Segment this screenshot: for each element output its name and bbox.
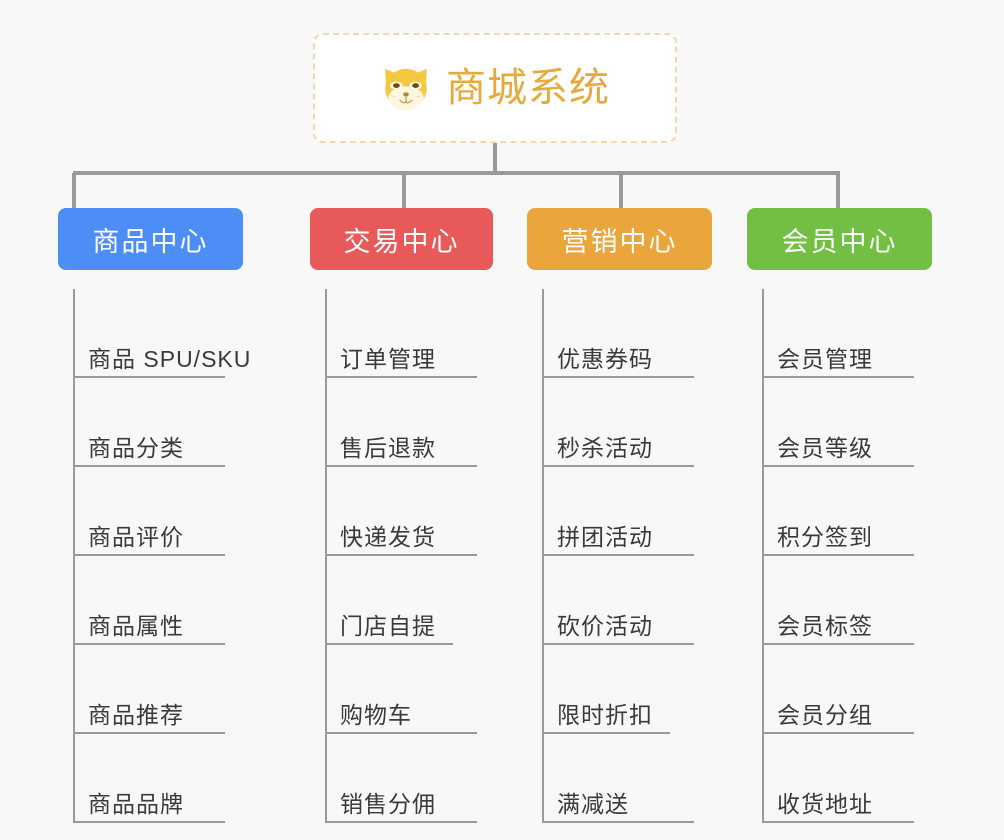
list-item[interactable]: 商品属性	[58, 556, 251, 645]
leaf-label: 满减送	[557, 790, 629, 817]
list-item[interactable]: 收货地址	[747, 734, 932, 823]
list-item[interactable]: 商品品牌	[58, 734, 251, 823]
category-title: 会员中心	[781, 226, 898, 257]
leaf-label: 商品 SPU/SKU	[88, 345, 252, 372]
category-header-marketing[interactable]: 营销中心	[527, 208, 712, 270]
leaf-label: 限时折扣	[557, 701, 653, 728]
list-item[interactable]: 销售分佣	[310, 734, 493, 823]
leaf-label: 商品分类	[88, 434, 184, 461]
list-item[interactable]: 购物车	[310, 645, 493, 734]
category-column-product: 商品中心 商品 SPU/SKU 商品分类 商品评价 商品属性 商品推荐 商品品牌	[58, 208, 251, 823]
list-item[interactable]: 会员分组	[747, 645, 932, 734]
leaf-label: 快递发货	[340, 523, 436, 550]
list-item[interactable]: 商品分类	[58, 378, 251, 467]
list-item[interactable]: 满减送	[527, 734, 712, 823]
category-column-member: 会员中心 会员管理 会员等级 积分签到 会员标签 会员分组 收货地址	[747, 208, 932, 823]
trunk-line	[542, 289, 544, 823]
leaf-label: 商品品牌	[88, 790, 184, 817]
leaf-label: 商品推荐	[88, 701, 184, 728]
category-header-product[interactable]: 商品中心	[58, 208, 243, 270]
leaf-list-product: 商品 SPU/SKU 商品分类 商品评价 商品属性 商品推荐 商品品牌	[58, 289, 251, 823]
leaf-label: 会员管理	[777, 345, 873, 372]
category-title: 营销中心	[561, 226, 678, 257]
list-item[interactable]: 会员管理	[747, 289, 932, 378]
list-item[interactable]: 砍价活动	[527, 556, 712, 645]
leaf-label: 积分签到	[777, 523, 873, 550]
leaf-label: 秒杀活动	[557, 434, 653, 461]
trunk-line	[325, 289, 327, 823]
list-item[interactable]: 商品 SPU/SKU	[58, 289, 251, 378]
leaf-label: 购物车	[340, 701, 412, 728]
list-item[interactable]: 拼团活动	[527, 467, 712, 556]
dog-face-icon	[385, 68, 427, 111]
leaf-label: 售后退款	[340, 434, 436, 461]
leaf-list-member: 会员管理 会员等级 积分签到 会员标签 会员分组 收货地址	[747, 289, 932, 823]
root-node[interactable]: 商城系统	[313, 33, 677, 143]
leaf-label: 会员标签	[777, 612, 873, 639]
category-title: 商品中心	[92, 226, 209, 257]
list-item[interactable]: 门店自提	[310, 556, 493, 645]
leaf-label: 优惠券码	[557, 345, 653, 372]
category-column-marketing: 营销中心 优惠券码 秒杀活动 拼团活动 砍价活动 限时折扣 满减送	[527, 208, 712, 823]
leaf-label: 会员分组	[777, 701, 873, 728]
list-item[interactable]: 商品推荐	[58, 645, 251, 734]
category-header-member[interactable]: 会员中心	[747, 208, 932, 270]
category-column-trade: 交易中心 订单管理 售后退款 快递发货 门店自提 购物车 销售分佣	[310, 208, 493, 823]
leaf-label: 门店自提	[340, 612, 436, 639]
leaf-label: 收货地址	[777, 790, 873, 817]
category-title: 交易中心	[343, 226, 460, 257]
trunk-line	[73, 289, 75, 823]
leaf-label: 商品评价	[88, 523, 184, 550]
leaf-label: 拼团活动	[557, 523, 653, 550]
list-item[interactable]: 商品评价	[58, 467, 251, 556]
leaf-label: 销售分佣	[340, 790, 436, 817]
list-item[interactable]: 订单管理	[310, 289, 493, 378]
root-title: 商城系统	[446, 66, 610, 110]
leaf-label: 砍价活动	[557, 612, 653, 639]
list-item[interactable]: 售后退款	[310, 378, 493, 467]
list-item[interactable]: 会员等级	[747, 378, 932, 467]
list-item[interactable]: 秒杀活动	[527, 378, 712, 467]
list-item[interactable]: 优惠券码	[527, 289, 712, 378]
leaf-list-marketing: 优惠券码 秒杀活动 拼团活动 砍价活动 限时折扣 满减送	[527, 289, 712, 823]
category-header-trade[interactable]: 交易中心	[310, 208, 493, 270]
leaf-label: 商品属性	[88, 612, 184, 639]
list-item[interactable]: 积分签到	[747, 467, 932, 556]
leaf-label: 订单管理	[340, 345, 436, 372]
list-item[interactable]: 快递发货	[310, 467, 493, 556]
leaf-label: 会员等级	[777, 434, 873, 461]
list-item[interactable]: 会员标签	[747, 556, 932, 645]
trunk-line	[762, 289, 764, 823]
leaf-list-trade: 订单管理 售后退款 快递发货 门店自提 购物车 销售分佣	[310, 289, 493, 823]
list-item[interactable]: 限时折扣	[527, 645, 712, 734]
